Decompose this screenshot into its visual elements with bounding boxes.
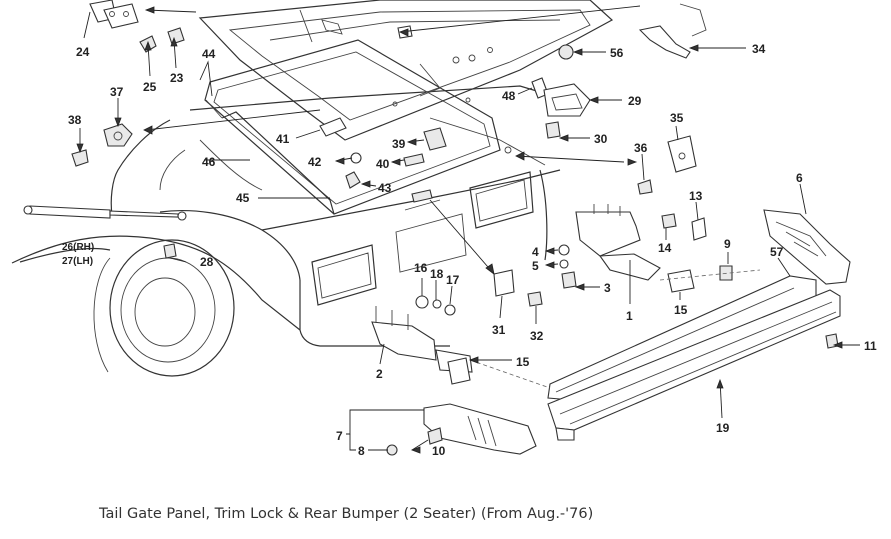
bumper-bracket-side — [637, 135, 697, 195]
callout-10: 10 — [432, 444, 446, 458]
callout-5: 5 — [532, 259, 539, 273]
center-fasteners — [411, 189, 543, 316]
callout-57: 57 — [770, 245, 784, 259]
tail-gate-frame — [204, 39, 501, 215]
leader-lines — [79, 5, 860, 451]
callout-56: 56 — [610, 46, 624, 60]
diagram-caption: Tail Gate Panel, Trim Lock & Rear Bumper… — [99, 506, 594, 522]
callout-35: 35 — [670, 111, 684, 125]
callout-9: 9 — [724, 237, 731, 251]
exploded-parts-diagram: 24 25 23 44 37 38 41 42 39 40 43 46 45 5… — [11, 0, 877, 458]
callout-37: 37 — [110, 85, 124, 99]
callout-31: 31 — [492, 323, 506, 337]
callout-32: 32 — [530, 329, 544, 343]
callout-8: 8 — [358, 444, 365, 458]
callout-28: 28 — [200, 255, 214, 269]
side-trim-piece — [71, 123, 133, 167]
callout-15b: 15 — [516, 355, 530, 369]
callout-34: 34 — [752, 42, 766, 56]
callout-39: 39 — [392, 137, 406, 151]
callout-36: 36 — [634, 141, 648, 155]
hinge-assembly — [89, 0, 185, 53]
callout-6: 6 — [796, 171, 803, 185]
arrowheads — [76, 6, 843, 454]
callout-41: 41 — [276, 132, 290, 146]
bumper-end-left — [386, 403, 537, 456]
hatch-lid — [198, 0, 614, 141]
callout-42: 42 — [308, 155, 322, 169]
callout-14: 14 — [658, 241, 672, 255]
lock-assembly — [504, 3, 707, 154]
callout-15a: 15 — [674, 303, 688, 317]
small-fasteners-center — [319, 117, 447, 189]
callout-11: 11 — [864, 339, 877, 353]
callout-18: 18 — [430, 267, 444, 281]
callout-44: 44 — [202, 47, 216, 61]
callout-7: 7 — [336, 429, 343, 443]
callout-38: 38 — [68, 113, 82, 127]
callout-4: 4 — [532, 245, 539, 259]
callout-27: 27(LH) — [62, 256, 93, 267]
callout-48: 48 — [502, 89, 516, 103]
callout-29: 29 — [628, 94, 642, 108]
callout-23: 23 — [170, 71, 184, 85]
callout-43: 43 — [378, 181, 392, 195]
rear-bumper-bar — [469, 269, 841, 441]
callout-45: 45 — [236, 191, 250, 205]
callout-30: 30 — [594, 132, 608, 146]
car-body-outline — [11, 85, 561, 377]
callout-26: 26(RH) — [62, 242, 94, 253]
callout-1: 1 — [626, 309, 633, 323]
bumper-stay-left — [371, 306, 473, 385]
callout-16: 16 — [414, 261, 428, 275]
callout-46: 46 — [202, 155, 216, 169]
callout-19: 19 — [716, 421, 730, 435]
callout-13: 13 — [689, 189, 703, 203]
callout-25: 25 — [143, 80, 157, 94]
gas-stay — [23, 205, 187, 259]
callout-40: 40 — [376, 157, 390, 171]
callout-24: 24 — [76, 45, 90, 59]
callout-17: 17 — [446, 273, 460, 287]
bumper-stay-right — [558, 204, 733, 293]
callout-2: 2 — [376, 367, 383, 381]
callout-labels: 24 25 23 44 37 38 41 42 39 40 43 46 45 5… — [62, 42, 877, 458]
callout-3: 3 — [604, 281, 611, 295]
